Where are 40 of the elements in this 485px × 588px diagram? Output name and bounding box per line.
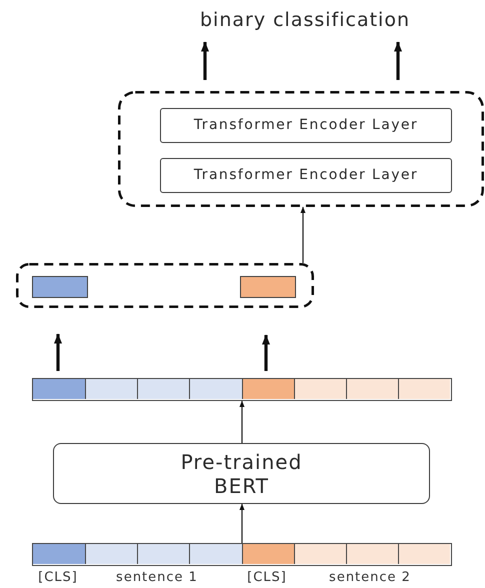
token-cell — [33, 544, 86, 564]
encoder-layer-label: Transformer Encoder Layer — [194, 117, 418, 134]
output-label: binary classification — [200, 8, 410, 32]
arrow — [394, 42, 402, 80]
input-token-row — [32, 543, 452, 566]
model-box — [53, 443, 430, 504]
token-cell — [33, 379, 86, 399]
token-cell — [85, 379, 138, 399]
encoder-layer-box — [160, 158, 452, 193]
model-label: Pre-trained BERT — [180, 450, 304, 498]
token-cell — [346, 544, 398, 564]
vector-group-box — [16, 263, 314, 308]
arrow — [239, 504, 245, 543]
token-label: sentence 1 — [116, 569, 198, 586]
output-token-row — [32, 378, 452, 401]
token-cell — [294, 379, 346, 399]
encoder-group-box — [118, 91, 484, 207]
cls-vector-bar — [32, 276, 88, 298]
token-cell — [294, 544, 346, 564]
arrow — [201, 42, 209, 80]
encoder-layer-label: Transformer Encoder Layer — [194, 167, 418, 184]
token-cell — [242, 544, 294, 564]
token-cell — [346, 379, 398, 399]
arrow — [54, 334, 62, 371]
token-cell — [189, 379, 242, 399]
token-cell — [137, 379, 190, 399]
arrow — [239, 400, 245, 443]
token-cell — [398, 379, 450, 399]
token-cell — [85, 544, 138, 564]
token-cell — [398, 544, 450, 564]
token-cell — [137, 544, 190, 564]
arrow — [262, 334, 270, 371]
token-label: [CLS] — [38, 569, 78, 586]
token-cell — [189, 544, 242, 564]
encoder-layer-box — [160, 108, 452, 143]
token-cell — [242, 379, 294, 399]
token-label: sentence 2 — [329, 569, 411, 586]
cls-vector-bar — [240, 276, 296, 298]
token-label: [CLS] — [247, 569, 287, 586]
arrow — [300, 206, 306, 263]
